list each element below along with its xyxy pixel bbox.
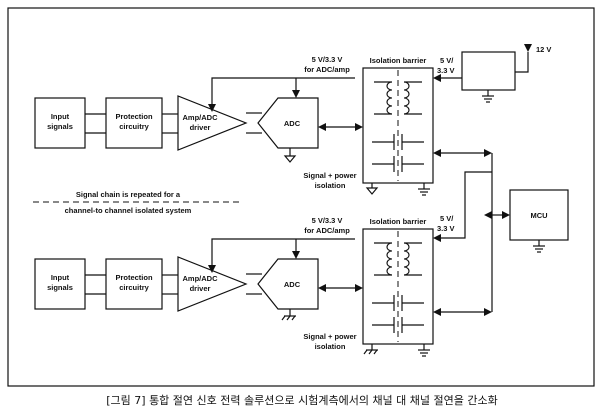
mcu-bus-arrow-right: [502, 211, 510, 219]
top-amp-label-line2: driver: [190, 123, 211, 132]
bottom-amp-supply-line: [211, 238, 355, 271]
top-transformer-coil-right: [403, 81, 410, 115]
supply-12v-label: 12 V: [536, 45, 551, 54]
bottom-adc-block: [257, 258, 319, 310]
top-amp-supply-arrowhead: [208, 104, 216, 112]
top-input-label-line1: Input: [51, 112, 70, 121]
diagram-frame: [7, 7, 595, 387]
top-regulator-block: [461, 51, 516, 91]
top-amp-label-line1: Amp/ADC: [183, 113, 219, 122]
top-iso-bus-arrow-left: [433, 149, 441, 157]
bottom-input-label-line2: signals: [47, 283, 73, 292]
top-capacitor-pair-1: [372, 134, 424, 150]
bottom-right-supply-label-line2: 3.3 V: [437, 224, 455, 233]
bottom-capacitor-pair-1: [372, 295, 424, 311]
bottom-amp-label-line1: Amp/ADC: [183, 274, 219, 283]
bottom-transformer-coil-left: [386, 242, 393, 276]
top-right-supply-arrowhead: [433, 74, 441, 82]
top-iso-ground-left-icon: [365, 187, 379, 195]
top-barrier-label: Isolation barrier: [370, 56, 427, 65]
top-right-supply-label-line1: 5 V/: [440, 56, 454, 65]
top-protection-label-line1: Protection: [115, 112, 153, 121]
top-iso-bus-arrow-right: [484, 149, 492, 157]
bottom-iso-bus-arrow-left: [433, 308, 441, 316]
repeat-note-line1: Signal chain is repeated for a: [76, 190, 181, 199]
bottom-protection-label-line2: circuitry: [119, 283, 149, 292]
top-transformer-coil-left: [386, 81, 393, 115]
bottom-signal-power-label-line2: isolation: [315, 342, 346, 351]
bottom-transformer-coil-right: [403, 242, 410, 276]
top-signal-power-label-line1: Signal + power: [303, 171, 356, 180]
mcu-label: MCU: [530, 211, 547, 220]
top-supply-label-line1: 5 V/3.3 V: [312, 55, 343, 64]
bottom-adc-iso-arrow-right: [355, 284, 363, 292]
bottom-adc-iso-arrow-left: [318, 284, 326, 292]
top-input-label-line2: signals: [47, 122, 73, 131]
bottom-supply-label-line2: for ADC/amp: [304, 226, 350, 235]
top-12v-symbol-icon: [524, 44, 532, 52]
top-adc-iso-arrow-right: [355, 123, 363, 131]
bottom-amp-label-line2: driver: [190, 284, 211, 293]
top-adc-block: [257, 97, 319, 149]
bottom-right-supply-arrowhead: [433, 234, 441, 242]
top-protection-label-line2: circuitry: [119, 122, 149, 131]
top-input-signals-block: [34, 97, 86, 149]
bottom-protection-block: [105, 258, 163, 310]
top-right-supply-label-line2: 3.3 V: [437, 66, 455, 75]
figure-caption: [그림 7] 통합 절연 신호 전력 솔루션으로 시험계측에서의 채널 대 채널…: [106, 394, 498, 407]
bottom-right-supply-line: [441, 171, 492, 239]
bottom-iso-bus-arrow-right: [484, 308, 492, 316]
top-adc-supply-arrowhead: [292, 90, 300, 98]
top-adc-iso-arrow-left: [318, 123, 326, 131]
top-supply-label-line2: for ADC/amp: [304, 65, 350, 74]
top-12v-line: [515, 52, 529, 73]
bottom-adc-supply-arrowhead: [292, 251, 300, 259]
bottom-input-signals-block: [34, 258, 86, 310]
bottom-input-label-line1: Input: [51, 273, 70, 282]
repeat-note-line2: channel-to channel isolated system: [65, 206, 192, 215]
bottom-supply-label-line1: 5 V/3.3 V: [312, 216, 343, 225]
bottom-right-supply-label-line1: 5 V/: [440, 214, 454, 223]
bottom-barrier-label: Isolation barrier: [370, 217, 427, 226]
bottom-amp-supply-arrowhead: [208, 265, 216, 273]
top-adc-ground-icon: [283, 155, 297, 163]
bottom-channel: Input signals Protection circuitry Amp/A…: [34, 171, 492, 357]
top-adc-label: ADC: [284, 119, 301, 128]
top-protection-block: [105, 97, 163, 149]
bottom-signal-power-label-line1: Signal + power: [303, 332, 356, 341]
top-capacitor-pair-2: [372, 156, 424, 172]
mcu-bus-arrow-left: [484, 211, 492, 219]
bottom-adc-label: ADC: [284, 280, 301, 289]
bottom-protection-label-line1: Protection: [115, 273, 153, 282]
top-channel: Input signals Protection circuitry Amp/A…: [34, 44, 551, 196]
top-signal-power-label-line2: isolation: [315, 181, 346, 190]
bottom-capacitor-pair-2: [372, 317, 424, 333]
top-amp-supply-line: [211, 77, 355, 110]
